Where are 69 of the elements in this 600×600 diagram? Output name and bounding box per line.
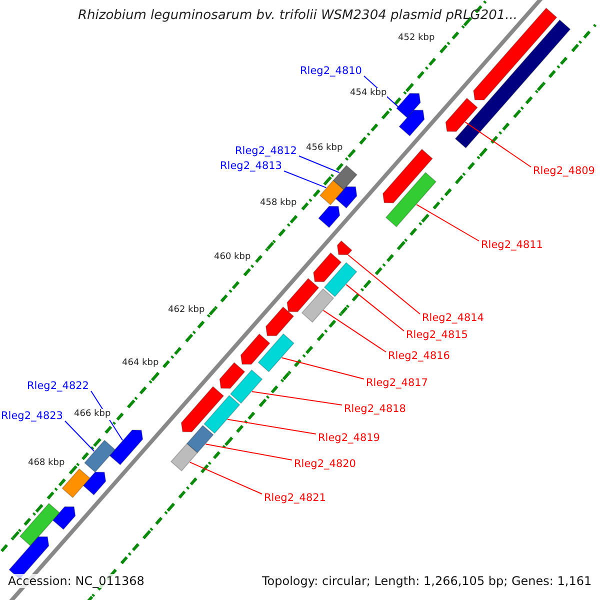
info-text: Accession: NC_011368	[8, 574, 144, 588]
tick-label: 452 kbp	[398, 33, 435, 44]
gene-feature	[109, 430, 144, 466]
gene-feature	[52, 506, 76, 530]
info-text: Topology: circular; Length: 1,266,105 bp; Genes: 1,161	[262, 574, 592, 588]
leader-line	[416, 204, 480, 242]
gene-label: Rleg2_4820	[294, 458, 356, 471]
gene-label: Rleg2_4814	[422, 312, 484, 325]
gene-feature	[258, 333, 294, 372]
gene-feature	[385, 172, 437, 228]
gene-label: Rleg2_4817	[366, 377, 428, 390]
gene-label: Rleg2_4812	[235, 145, 297, 158]
leader-line	[464, 122, 532, 168]
gene-feature	[332, 164, 358, 190]
tick-label: 458 kbp	[260, 198, 297, 209]
gene-feature	[319, 180, 344, 206]
gene-feature	[335, 186, 358, 209]
gene-label: Rleg2_4823	[1, 410, 63, 423]
tick-label: 466 kbp	[74, 409, 111, 420]
tick-label: 468 kbp	[28, 458, 65, 469]
gene-feature	[301, 288, 334, 323]
gene-feature	[180, 386, 224, 432]
gene-label: Rleg2_4813	[220, 160, 282, 173]
leader-line	[322, 310, 386, 352]
gene-feature	[286, 278, 320, 312]
gene-feature	[219, 362, 246, 389]
gene-feature	[398, 110, 425, 136]
leader-line	[189, 462, 262, 494]
gene-feature	[19, 502, 60, 546]
gene-feature	[313, 252, 342, 282]
tick-label: 464 kbp	[122, 358, 159, 369]
leader-line	[205, 444, 292, 460]
gene-feature	[324, 262, 358, 298]
leader-line	[281, 357, 364, 380]
tick-label: 454 kbp	[350, 88, 387, 99]
gene-feature	[265, 306, 294, 336]
gene-feature	[170, 443, 198, 472]
gene-label: Rleg2_4815	[406, 329, 468, 342]
gene-label: Rleg2_4811	[481, 239, 543, 252]
gene-label: Rleg2_4818	[344, 403, 406, 416]
gene-label: Rleg2_4822	[27, 380, 89, 393]
title-text: Rhizobium leguminosarum bv. trifolii WSM2304 plasmid pRLG201...	[78, 8, 518, 23]
gene-label: Rleg2_4821	[264, 492, 326, 505]
tick-label: 462 kbp	[168, 305, 205, 316]
gene-label: Rleg2_4810	[300, 65, 362, 78]
gene-feature	[336, 240, 352, 256]
tick-label: 456 kbp	[306, 143, 343, 154]
gene-label: Rleg2_4816	[388, 350, 450, 363]
gene-feature	[396, 93, 421, 118]
gene-label: Rleg2_4809	[533, 165, 595, 178]
gene-feature	[186, 424, 214, 454]
leader-line	[348, 254, 420, 314]
tick-label: 460 kbp	[214, 252, 251, 263]
gene-feature	[230, 369, 263, 404]
leader-line	[298, 156, 340, 174]
gene-feature	[445, 98, 478, 132]
leader-line	[252, 391, 342, 406]
leader-line	[64, 420, 95, 452]
gene-feature	[82, 472, 106, 496]
gene-feature	[382, 148, 433, 204]
gene-feature	[204, 394, 240, 434]
gene-feature	[62, 468, 90, 498]
leader-line	[284, 170, 327, 188]
gene-feature	[318, 206, 340, 228]
gene-label: Rleg2_4819	[318, 432, 380, 445]
leader-line	[227, 418, 316, 434]
leader-line	[346, 284, 404, 332]
gene-feature	[84, 440, 116, 473]
gene-feature	[240, 333, 270, 365]
